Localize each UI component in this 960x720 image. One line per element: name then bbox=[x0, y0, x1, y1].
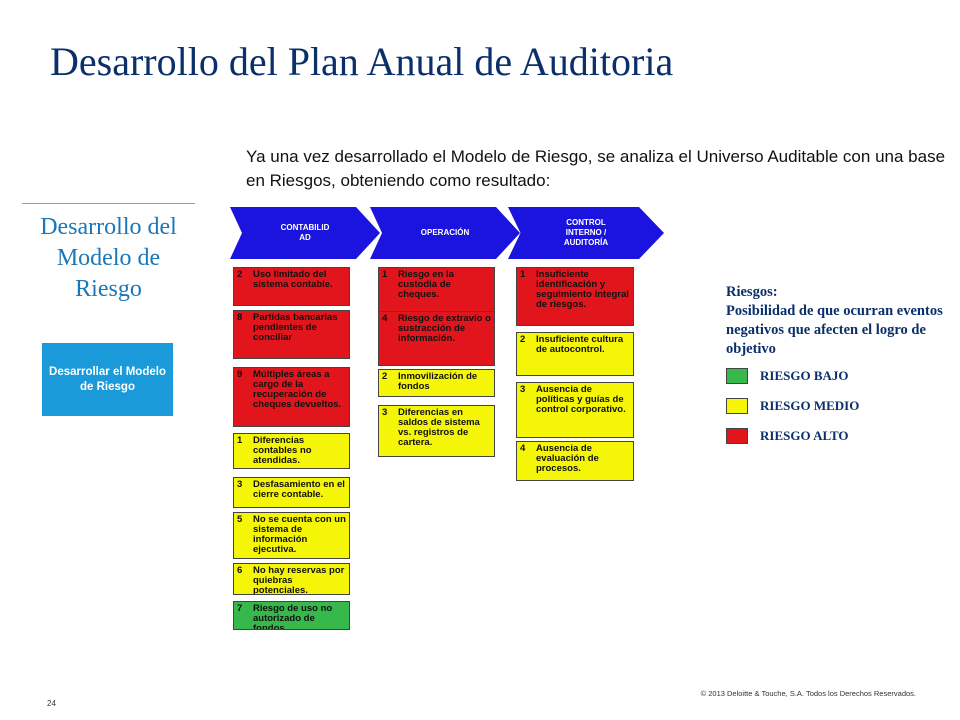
legend-label-high: RIESGO ALTO bbox=[760, 428, 849, 443]
legend-label-low: RIESGO BAJO bbox=[760, 368, 849, 383]
risk-number: 8 bbox=[237, 312, 243, 323]
risk-number: 2 bbox=[382, 371, 388, 382]
column-header-text: CONTROL bbox=[566, 218, 606, 227]
risk-box: 3 Diferencias en saldos de sistema vs. re… bbox=[378, 405, 495, 457]
column-header-text: OPERACIÓN bbox=[420, 228, 470, 237]
risk-box: 1 Insuficiente identificación y seguimien… bbox=[516, 267, 634, 326]
risk-text: Inmovilización de fondos bbox=[398, 371, 478, 392]
risk-text: Desfasamiento en el cierre contable. bbox=[253, 479, 345, 500]
column-header-text: AUDITORÍA bbox=[563, 238, 609, 247]
risk-number: 5 bbox=[237, 514, 243, 525]
copyright-notice: © 2013 Deloitte & Touche, S.A. Todos los… bbox=[700, 689, 916, 698]
risk-text: Diferencias contables no atendidas. bbox=[253, 435, 312, 466]
develop-model-button[interactable]: Desarrollar el Modelo de Riesgo bbox=[42, 343, 173, 416]
risk-text: Riesgo en la custodia de cheques. bbox=[398, 269, 454, 300]
risk-box: 5 No se cuenta con un sistema de informac… bbox=[233, 512, 350, 559]
risk-box: 2 Insuficiente cultura de autocontrol. bbox=[516, 332, 634, 376]
legend-swatch-low bbox=[726, 368, 748, 384]
risk-box: 1 Diferencias contables no atendidas. bbox=[233, 433, 350, 469]
risk-text: Uso limitado del sistema contable. bbox=[253, 269, 333, 290]
column-header-text: AD bbox=[299, 233, 311, 242]
legend-item-low: RIESGO BAJO bbox=[726, 367, 849, 385]
page-title: Desarrollo del Plan Anual de Auditoria bbox=[50, 39, 674, 84]
risk-box: 4 Riesgo de extravío o sustracción de inf… bbox=[378, 311, 495, 366]
risk-number: 4 bbox=[382, 313, 388, 324]
risk-box: 8 Partidas bancarias pendientes de concil… bbox=[233, 310, 350, 359]
risk-box: 7 Riesgo de uso no autorizado de fondos bbox=[233, 601, 350, 630]
risk-number: 1 bbox=[382, 269, 388, 280]
risk-text: Ausencia de evaluación de procesos. bbox=[536, 443, 599, 474]
risk-box: 3 Desfasamiento en el cierre contable. bbox=[233, 477, 350, 508]
risk-box: 2 Inmovilización de fondos bbox=[378, 369, 495, 397]
risk-number: 7 bbox=[237, 603, 243, 614]
risk-box: 9 Múltiples áreas a cargo de la recuperac… bbox=[233, 367, 350, 427]
legend-subtitle: Posibilidad de que ocurran eventos negat… bbox=[726, 303, 943, 357]
risk-box: 6 No hay reservas por quiebras potenciale… bbox=[233, 563, 350, 595]
column-header-text: INTERNO / bbox=[565, 228, 607, 237]
risk-text: Partidas bancarias pendientes de concili… bbox=[253, 312, 338, 343]
risk-number: 2 bbox=[237, 269, 243, 280]
risk-text: No hay reservas por quiebras potenciales… bbox=[253, 565, 345, 595]
risk-number: 6 bbox=[237, 565, 243, 576]
risk-text: Múltiples áreas a cargo de la recuperaci… bbox=[253, 369, 342, 410]
legend-swatch-medium bbox=[726, 398, 748, 414]
legend-title: Riesgos: bbox=[726, 284, 778, 300]
risk-number: 3 bbox=[520, 384, 526, 395]
legend-label-medium: RIESGO MEDIO bbox=[760, 398, 860, 413]
risk-number: 3 bbox=[237, 479, 243, 490]
sidebar-divider bbox=[22, 203, 195, 204]
risk-text: No se cuenta con un sistema de informaci… bbox=[253, 514, 346, 555]
risk-box: 3 Ausencia de políticas y guías de contro… bbox=[516, 382, 634, 438]
legend-swatch-high bbox=[726, 428, 748, 444]
risk-text: Riesgo de uso no autorizado de fondos bbox=[253, 603, 333, 630]
risk-box: 4 Ausencia de evaluación de procesos. bbox=[516, 441, 634, 481]
column-header-arrow: OPERACIÓN bbox=[370, 207, 520, 259]
risk-number: 2 bbox=[520, 334, 526, 345]
risk-box: 2 Uso limitado del sistema contable. bbox=[233, 267, 350, 306]
risk-text: Insuficiente identificación y seguimient… bbox=[536, 269, 629, 310]
risk-text: Diferencias en saldos de sistema vs. reg… bbox=[398, 407, 480, 448]
risk-text: Riesgo de extravío o sustracción de info… bbox=[398, 313, 491, 344]
page-number: 24 bbox=[47, 699, 56, 708]
sidebar-heading: Desarrollo del Modelo de Riesgo bbox=[40, 214, 177, 302]
legend-item-medium: RIESGO MEDIO bbox=[726, 397, 859, 415]
risk-text: Ausencia de políticas y guías de control… bbox=[536, 384, 626, 415]
risk-number: 3 bbox=[382, 407, 388, 418]
legend: Riesgos: Posibilidad de que ocurran even… bbox=[726, 283, 956, 359]
column-header-text: CONTABILID bbox=[280, 223, 330, 232]
risk-number: 9 bbox=[237, 369, 243, 380]
risk-text: Insuficiente cultura de autocontrol. bbox=[536, 334, 624, 355]
legend-item-high: RIESGO ALTO bbox=[726, 427, 849, 445]
risk-number: 1 bbox=[520, 269, 526, 280]
risk-number: 4 bbox=[520, 443, 526, 454]
risk-number: 1 bbox=[237, 435, 243, 446]
intro-text: Ya una vez desarrollado el Modelo de Rie… bbox=[246, 147, 946, 190]
